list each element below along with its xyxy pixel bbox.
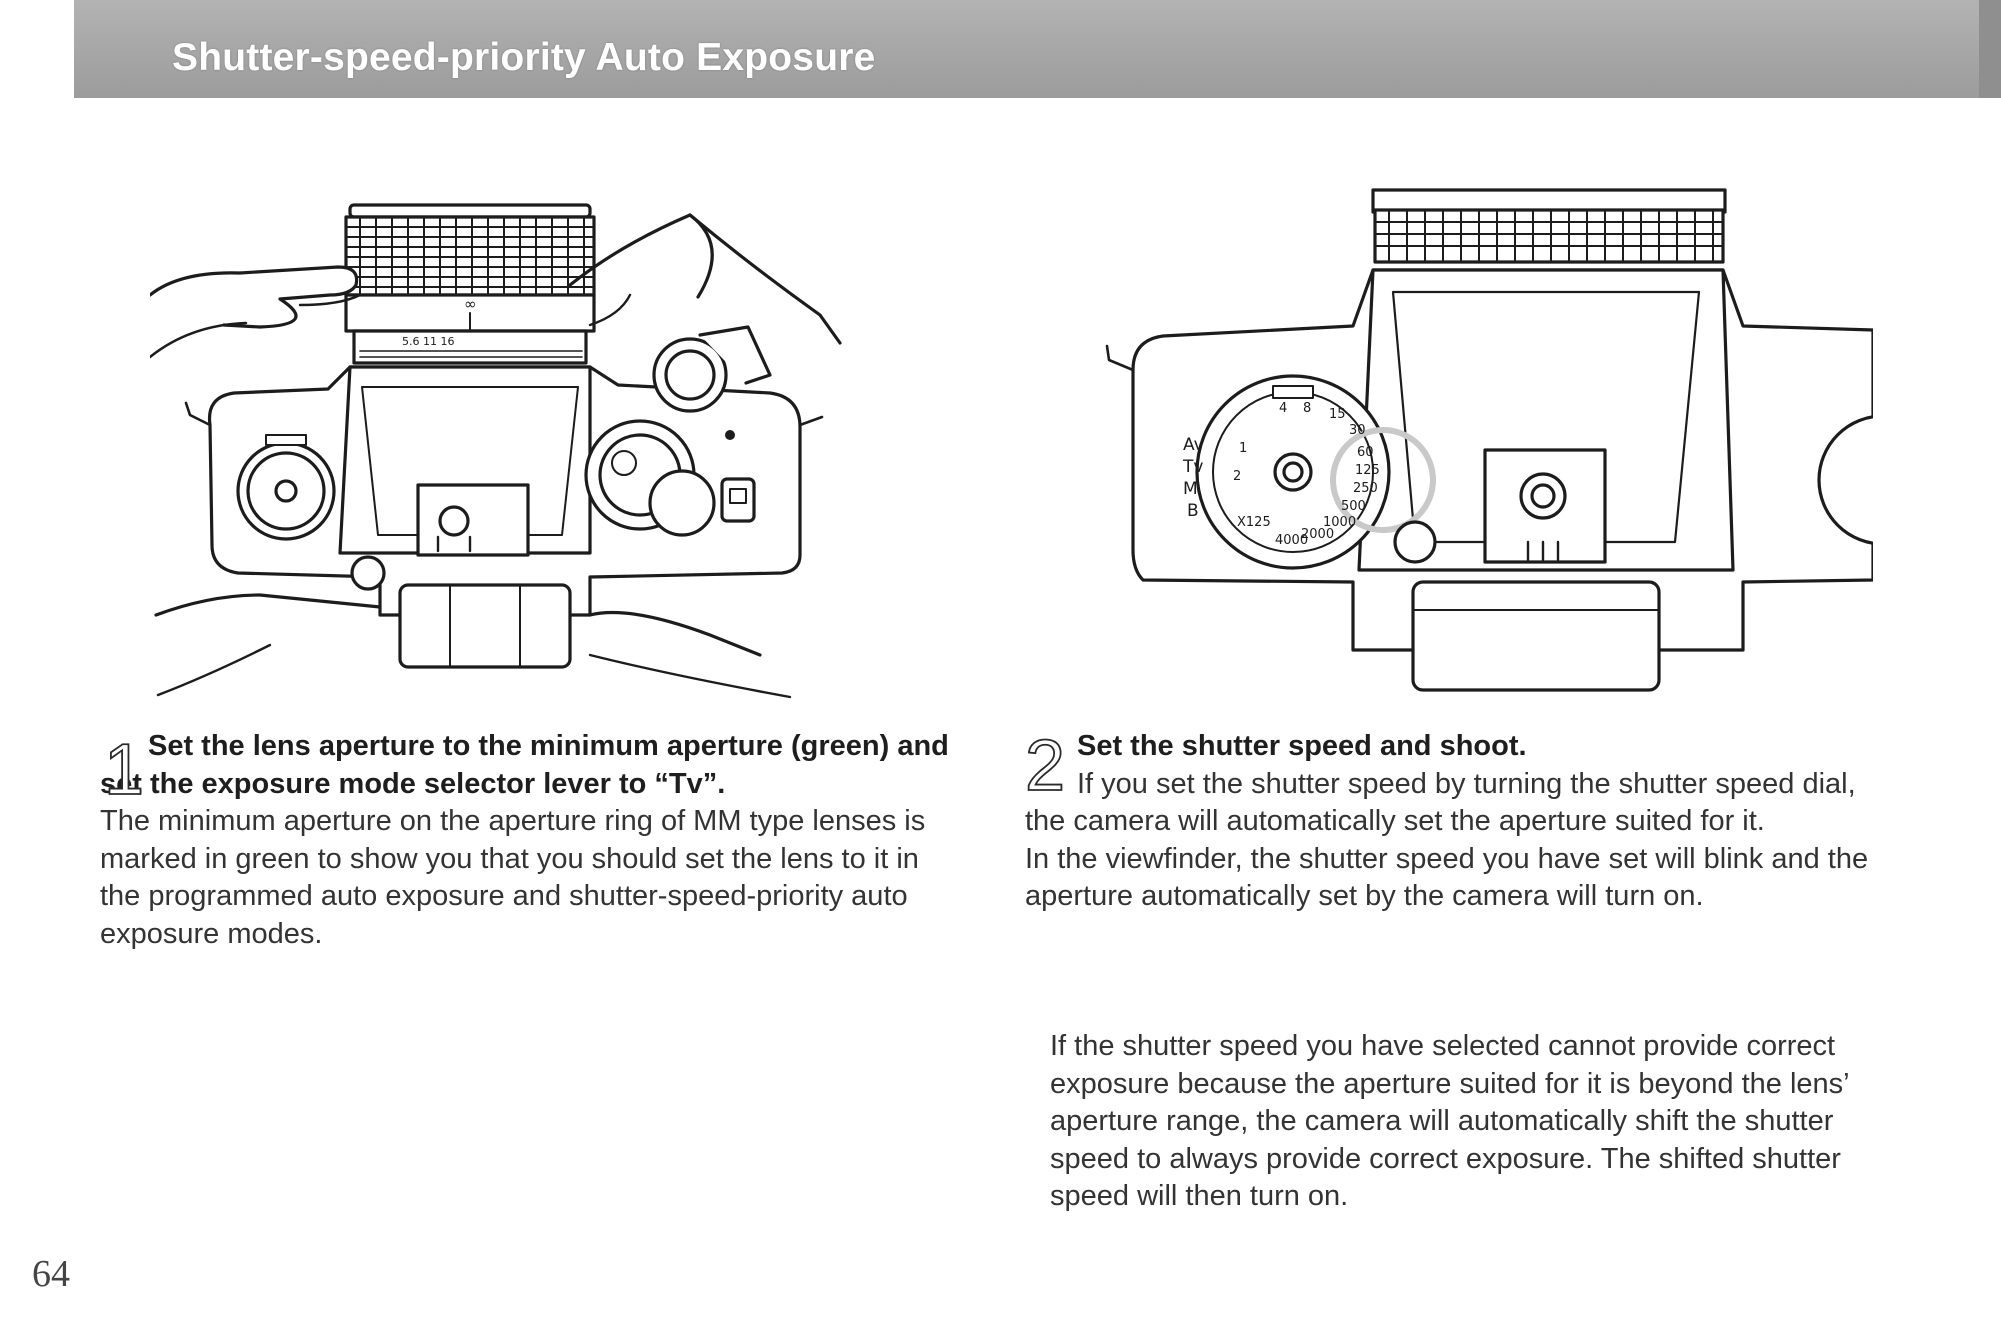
mode-label-av: Av [1183, 435, 1204, 455]
shutter-speed-dial-illustration: Av Tv M B 4 8 15 30 60 125 250 500 1000 … [1023, 150, 1873, 720]
dial-number-30: 30 [1349, 423, 1366, 438]
dial-number-4000: 4000 [1275, 533, 1308, 548]
mode-label-tv: Tv [1182, 457, 1203, 477]
step-number: 1 [103, 730, 145, 810]
step-heading: Set the shutter speed and shoot. [1077, 730, 1527, 762]
dial-number-2000: 2000 [1301, 527, 1334, 542]
header-banner: Shutter-speed-priority Auto Exposure [74, 0, 2001, 98]
dial-number-250: 250 [1353, 481, 1378, 496]
dial-number-4: 4 [1279, 401, 1287, 416]
dial-number-1: 1 [1239, 441, 1247, 456]
infinity-mark: ∞ [464, 295, 477, 313]
step-1: 1 Set the lens aperture to the minimum a… [100, 728, 960, 953]
dial-number-8: 8 [1303, 401, 1311, 416]
step-body-continued: In the viewfinder, the shutter speed you… [1025, 842, 1869, 913]
page-title: Shutter-speed-priority Auto Exposure [172, 36, 876, 79]
step-body: If you set the shutter speed by turning … [1025, 767, 1856, 838]
dial-number-125: 125 [1355, 463, 1380, 478]
dial-number-15: 15 [1329, 407, 1346, 422]
mode-label-b: B [1187, 501, 1199, 521]
dial-number-60: 60 [1357, 445, 1374, 460]
camera-aperture-illustration: ∞ 5.6 11 16 [150, 175, 950, 715]
mode-label-m: M [1183, 479, 1198, 499]
dial-number-1000: 1000 [1323, 515, 1356, 530]
dial-number-2: 2 [1233, 469, 1241, 484]
page-edge-tab [1979, 0, 2001, 98]
dial-number-500: 500 [1341, 499, 1366, 514]
step-heading: Set the lens aperture to the minimum ape… [100, 730, 949, 800]
step-body: The minimum aperture on the aperture rin… [100, 805, 926, 950]
page-number: 64 [32, 1253, 70, 1295]
step-2: 2 Set the shutter speed and shoot. If yo… [1024, 726, 1885, 916]
note-paragraph: If the shutter speed you have selected c… [1050, 1030, 1849, 1212]
step-number: 2 [1024, 726, 1066, 806]
aperture-scale-label: 5.6 11 16 [402, 335, 454, 348]
dial-number-x125: X125 [1237, 515, 1271, 530]
